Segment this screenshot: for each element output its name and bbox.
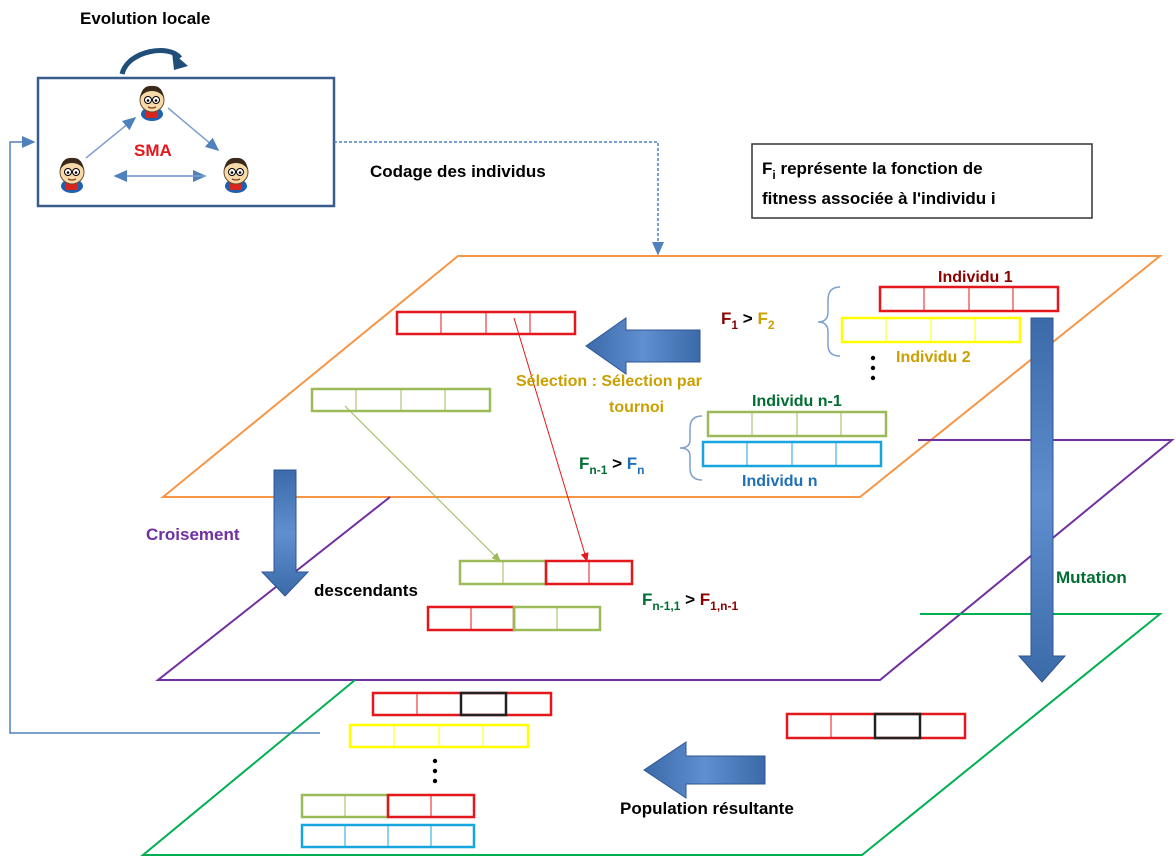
crossover-block-arrow — [260, 469, 310, 597]
population-label: Population résultante — [620, 799, 794, 818]
result-chromosome-3 — [300, 793, 476, 819]
sma-label: SMA — [134, 141, 172, 160]
agent-icon — [139, 85, 165, 122]
formula-f1-gt-f2: F1 > F2 — [721, 309, 775, 332]
note-line-1: Fi représente la fonction de — [762, 159, 983, 182]
crossover-arrow-green — [344, 405, 501, 562]
mutation-block-arrow — [1017, 317, 1067, 683]
evolution-locale-label: Evolution locale — [80, 9, 210, 28]
brace-left-top — [817, 286, 841, 357]
result-chromosome-4 — [300, 823, 476, 849]
population-plane-orange — [160, 255, 1163, 498]
selection-label-line1: Sélection : Sélection par — [516, 373, 702, 390]
individu-1-label: Individu 1 — [938, 269, 1013, 286]
fitness-note-box — [751, 143, 1093, 219]
selection-block-arrow — [585, 317, 701, 375]
chromosome-selected-green — [310, 387, 492, 413]
encoding-connector — [334, 141, 664, 256]
codage-label: Codage des individus — [370, 162, 546, 181]
agent-icon — [223, 157, 249, 194]
population-block-arrow — [643, 741, 766, 799]
brace-left-bottom — [679, 415, 703, 481]
crossover-arrow-red — [513, 317, 589, 562]
individu-2-label: Individu 2 — [896, 349, 971, 366]
mutated-chromosome — [785, 712, 967, 740]
note-line-2: fitness associée à l'individu i — [762, 189, 996, 208]
selection-label-line2: tournoi — [609, 399, 664, 416]
croisement-label: Croisement — [146, 525, 240, 544]
ellipsis-dots-top — [870, 355, 876, 381]
offspring-chromosome-1 — [458, 559, 634, 586]
ellipsis-dots-bottom — [432, 758, 438, 784]
chromosome-individu-1 — [878, 285, 1060, 313]
result-chromosome-2 — [348, 723, 530, 749]
chromosome-selected-red — [395, 310, 577, 336]
individu-n-label: Individu n — [742, 473, 818, 490]
individu-n-1-label: Individu n-1 — [752, 393, 842, 410]
descendants-label: descendants — [314, 581, 418, 600]
formula-fn11-gt-f1n1: Fn-1,1 > F1,n-1 — [642, 590, 739, 613]
result-chromosome-1 — [371, 691, 553, 717]
offspring-chromosome-2 — [426, 605, 602, 632]
chromosome-individu-n — [701, 440, 883, 468]
cycle-arrow-icon — [119, 48, 183, 75]
chromosome-individu-n-1 — [706, 410, 888, 438]
formula-fn1-gt-fn: Fn-1 > Fn — [579, 454, 645, 477]
agent-icon — [59, 157, 85, 194]
feedback-connector — [9, 136, 320, 734]
mutation-label: Mutation — [1056, 568, 1127, 587]
chromosome-individu-2 — [840, 316, 1022, 344]
crossover-plane-purple — [155, 439, 1175, 681]
result-plane-green — [140, 613, 1163, 856]
